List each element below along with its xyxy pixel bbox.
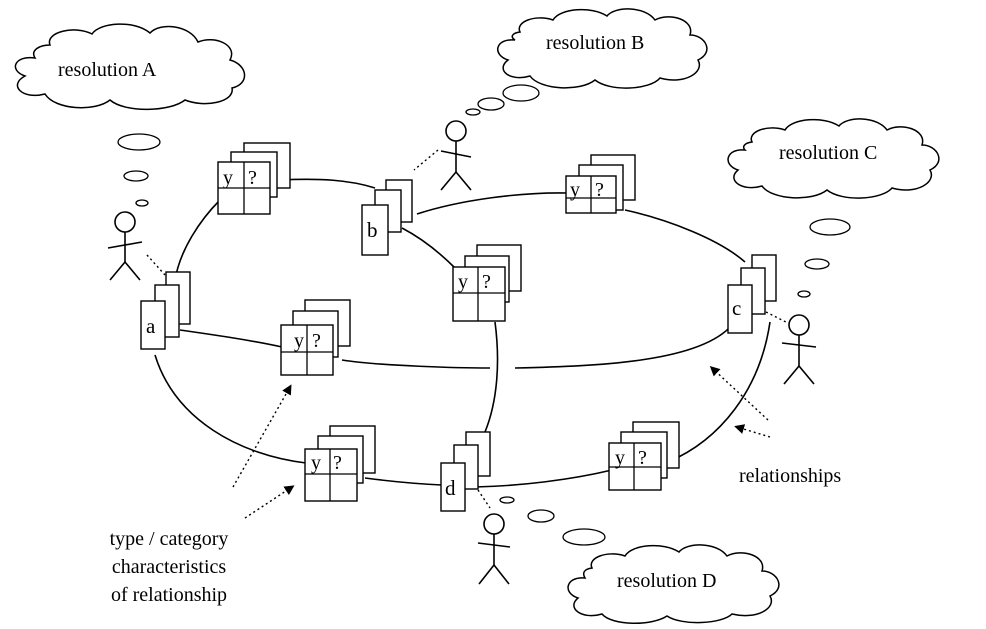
svg-text:d: d [445, 476, 456, 500]
line-a-midcard [179, 329, 283, 348]
label-type-line1: type / category [110, 528, 229, 550]
relationship-card-bottom-right: y ? [608, 421, 680, 491]
person-c [781, 314, 817, 385]
svg-text:c: c [732, 296, 741, 320]
person-a-link [146, 254, 166, 276]
entity-d: d [440, 431, 491, 512]
line-centercard-d [484, 321, 499, 433]
person-d [477, 513, 511, 585]
relationship-card-right: y ? [565, 154, 636, 214]
entity-b: b [361, 179, 413, 256]
svg-text:a: a [146, 314, 156, 338]
line-bottomcard-d [364, 477, 443, 486]
relationship-card-center: y ? [452, 244, 522, 322]
relationship-card-top: y ? [217, 142, 291, 215]
label-type-line3: of relationship [111, 584, 227, 606]
line-rightcard-c [624, 209, 746, 263]
cloud-d-label: resolution D [617, 570, 716, 592]
relationship-card-bottom: y ? [304, 425, 376, 502]
cloud-b-label: resolution B [546, 32, 644, 54]
thought-trail-c [797, 218, 851, 298]
line-a-bottomcard [154, 354, 307, 464]
line-rightbottomcard-c [667, 321, 771, 463]
svg-text:y: y [570, 179, 580, 201]
arrow-type-1 [232, 384, 292, 488]
svg-text:?: ? [638, 447, 647, 469]
label-type-line2: characteristics [112, 556, 227, 578]
person-c-link [765, 311, 787, 323]
person-b [440, 120, 472, 191]
svg-text:y: y [294, 330, 304, 352]
cloud-resolution-d: resolution D [567, 544, 780, 624]
line-b-rightcard [416, 192, 569, 215]
arrow-relationships-1 [709, 365, 769, 421]
label-relationships: relationships [739, 465, 841, 487]
line-topcard-b [279, 178, 376, 189]
line-b-centercard [401, 227, 456, 269]
svg-text:b: b [367, 218, 378, 242]
relationship-lines [154, 178, 771, 488]
svg-text:?: ? [312, 330, 321, 352]
svg-text:?: ? [248, 167, 257, 189]
cloud-resolution-b: resolution B [497, 8, 708, 89]
svg-text:?: ? [482, 271, 491, 293]
svg-text:y: y [615, 447, 625, 469]
arrow-type-2 [244, 485, 295, 519]
svg-text:?: ? [333, 452, 342, 474]
svg-text:y: y [311, 452, 321, 474]
cloud-resolution-a: resolution A [14, 23, 246, 111]
arrow-relationships-2 [734, 424, 771, 438]
line-a-topcard [174, 199, 221, 281]
cloud-resolution-c: resolution C [727, 118, 940, 199]
thought-trail-d [499, 496, 606, 546]
person-d-link [477, 489, 491, 509]
cloud-c-label: resolution C [779, 142, 877, 164]
entity-c: c [727, 254, 777, 334]
svg-text:y: y [458, 271, 468, 293]
relationship-card-middle: y ? [280, 299, 351, 376]
line-d-rightbottomcard [474, 469, 613, 488]
person-a [107, 211, 143, 281]
thought-trail-a [117, 133, 161, 207]
entity-a: a [140, 271, 191, 350]
thought-trail-b [465, 84, 540, 116]
svg-text:y: y [223, 167, 233, 189]
cloud-a-label: resolution A [58, 59, 157, 81]
line-midcard-c [341, 359, 491, 369]
line-center-c [514, 324, 733, 369]
svg-text:?: ? [595, 179, 604, 201]
person-b-link [413, 149, 439, 171]
annotation-arrows [232, 365, 771, 519]
